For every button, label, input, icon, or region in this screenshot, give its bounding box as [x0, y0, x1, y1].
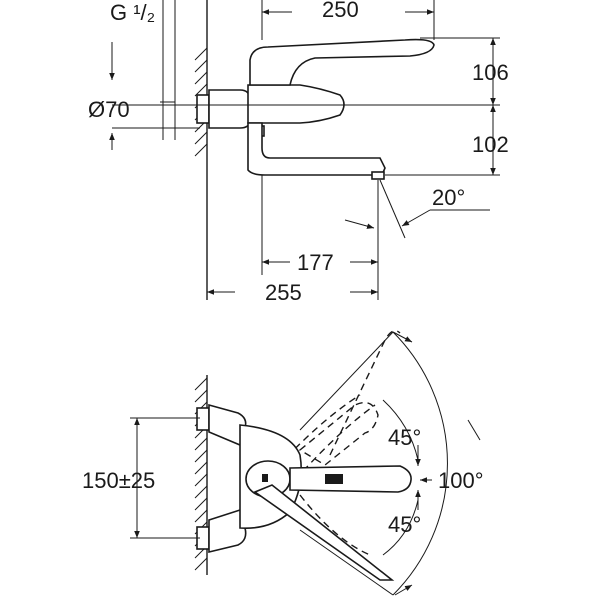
- height-lower-label: 102: [472, 132, 509, 157]
- swing-down-label: 45°: [388, 512, 421, 537]
- thread-label: G ¹/₂: [110, 0, 155, 25]
- faucet-top: [196, 403, 412, 581]
- swing-up-label: 45°: [388, 425, 421, 450]
- swing-arc: [392, 331, 448, 596]
- faucet-side: [196, 38, 435, 180]
- mixer-body: [247, 84, 345, 124]
- inlet-connector: [196, 94, 210, 124]
- total-depth-label: 255: [265, 280, 302, 305]
- centers-label: 150±25: [82, 468, 155, 493]
- inlet-upper: [196, 407, 210, 431]
- diameter-label: Ø70: [88, 97, 130, 122]
- lever-handle-top: [289, 465, 412, 493]
- swivel-spout: [247, 122, 386, 176]
- swing-total-label: 100°: [438, 468, 484, 493]
- swing-limit-up: [299, 331, 394, 431]
- lever-position-down: [299, 494, 371, 556]
- spout-top: [253, 484, 395, 581]
- hub-marker: [262, 474, 268, 482]
- top-view: 150±25 45° 45° 100°: [82, 330, 484, 596]
- lever-handle: [249, 38, 435, 86]
- lever-position-up-far: [329, 330, 401, 456]
- side-view: G ¹/₂ Ø70 250 106 102 20° 177 255: [88, 0, 509, 305]
- aerator: [371, 171, 385, 180]
- spout-angle-label: 20°: [432, 185, 465, 210]
- height-upper-label: 106: [472, 60, 509, 85]
- eccentric-union: [208, 89, 251, 129]
- swing-limit-down: [299, 529, 394, 596]
- swing-up-arc: [382, 399, 419, 461]
- spout-reach-label: 177: [297, 250, 334, 275]
- width-top-label: 250: [322, 0, 359, 22]
- lever-handle-up: [298, 401, 379, 466]
- swing-down-arc: [382, 499, 419, 556]
- lever-slot: [325, 474, 343, 484]
